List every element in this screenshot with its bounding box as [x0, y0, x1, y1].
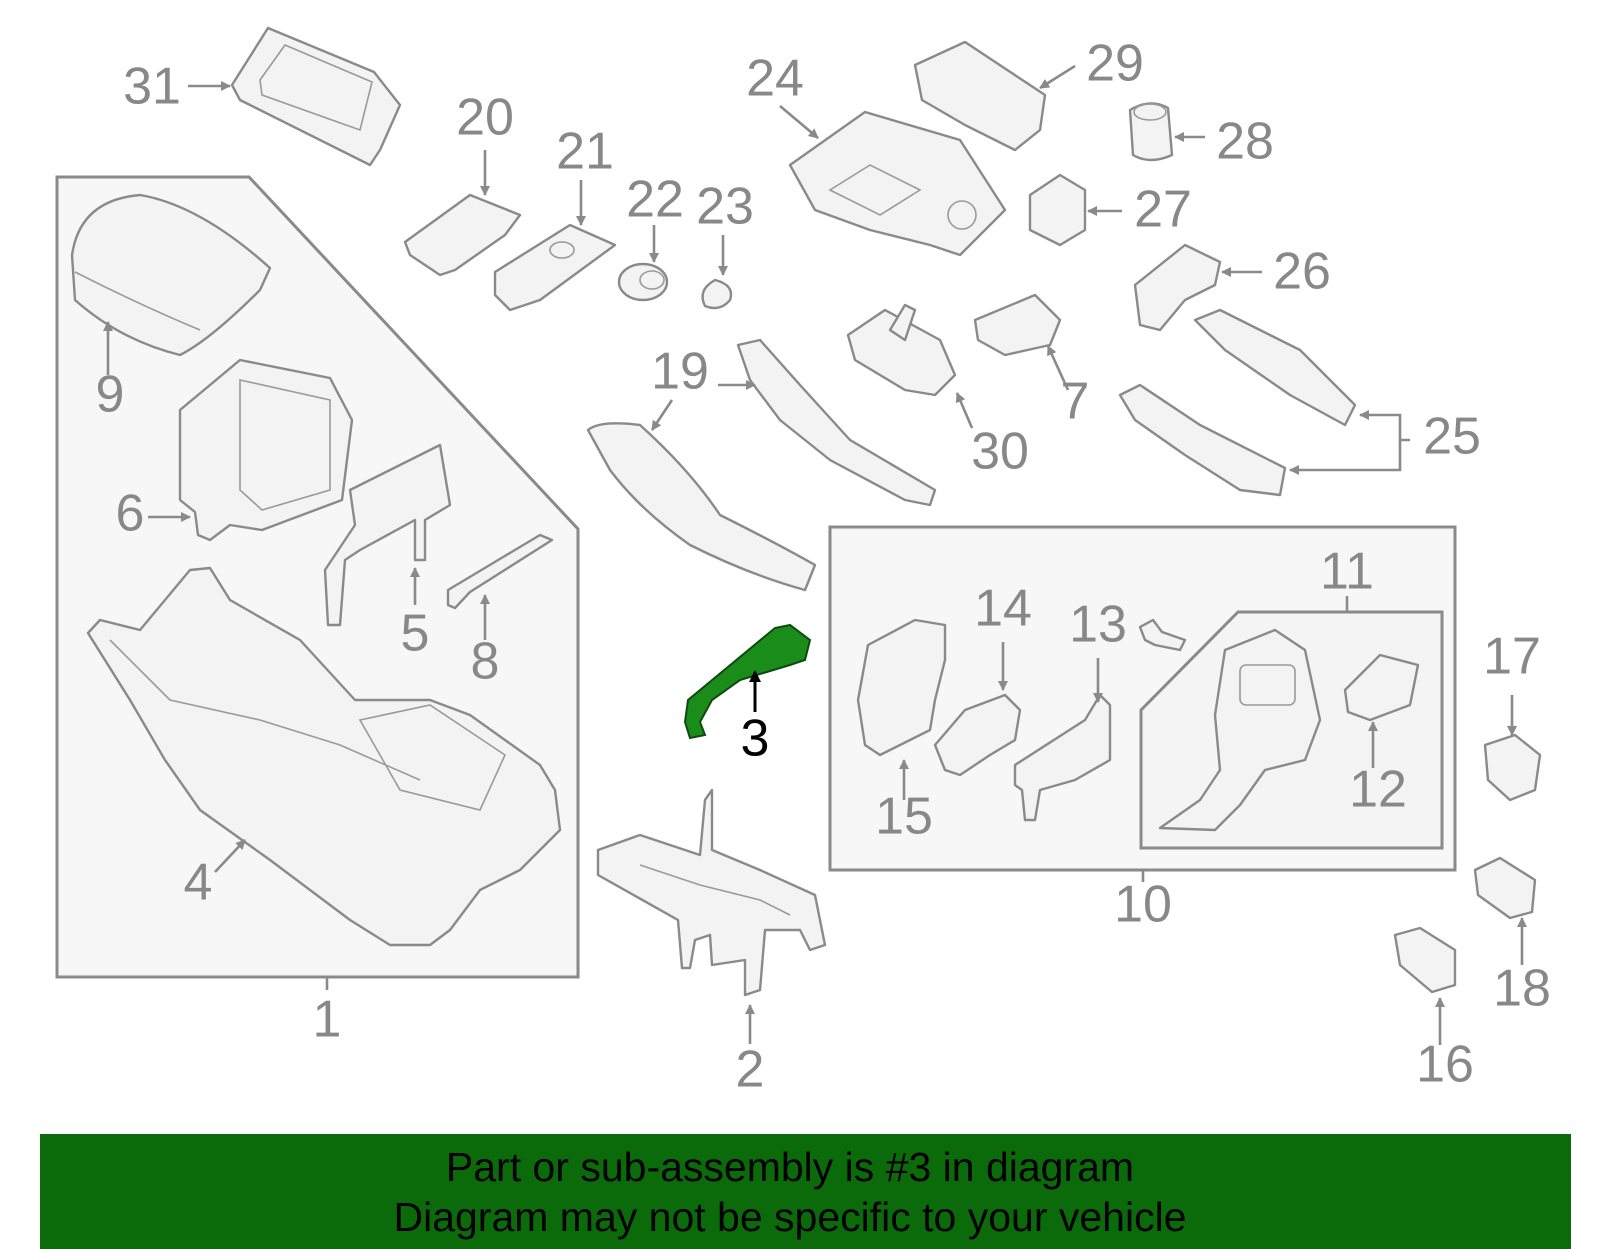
callout-30: 30 [971, 423, 1029, 481]
callout-5: 5 [401, 605, 430, 663]
callout-26: 26 [1273, 243, 1331, 301]
part-13-bracket [1013, 658, 1112, 822]
banner-line-2: Diagram may not be specific to your vehi… [393, 1194, 1187, 1240]
part-23-ring [701, 235, 733, 310]
callout-18: 18 [1493, 960, 1551, 1018]
callout-27: 27 [1134, 181, 1192, 239]
part-19-side-trims [586, 338, 937, 592]
callout-10: 10 [1114, 876, 1172, 934]
part-8-strip [446, 533, 554, 640]
callout-9: 9 [96, 366, 125, 424]
callout-11: 11 [1320, 543, 1374, 601]
callout-14: 14 [974, 580, 1032, 638]
callout-2: 2 [736, 1041, 765, 1099]
part-21-cup-holder [493, 180, 617, 312]
part-26-bracket [1133, 243, 1262, 332]
callout-12: 12 [1349, 761, 1407, 819]
callout-20: 20 [456, 89, 514, 147]
part-bolt [1138, 618, 1187, 652]
callout-6: 6 [116, 485, 145, 543]
part-6-storage-bin [148, 358, 354, 542]
part-5-bracket [323, 443, 452, 627]
callout-28: 28 [1216, 113, 1274, 171]
part-3-bracket-highlighted [683, 623, 812, 740]
callout-24: 24 [746, 50, 804, 108]
part-30-shifter [846, 303, 974, 429]
callout-25: 25 [1423, 408, 1481, 466]
callout-21: 21 [556, 123, 614, 181]
callout-16: 16 [1416, 1036, 1474, 1094]
callout-19: 19 [651, 343, 709, 401]
callout-3: 3 [741, 710, 770, 768]
banner-line-1: Part or sub-assembly is #3 in diagram [445, 1144, 1135, 1190]
callout-29: 29 [1086, 35, 1144, 93]
info-banner: Part or sub-assembly is #3 in diagram Di… [40, 1134, 1571, 1249]
callout-17: 17 [1483, 628, 1541, 686]
part-22-socket [617, 225, 669, 302]
part-14-bracket [933, 642, 1022, 777]
part-29-module [913, 40, 1076, 152]
part-2-frame [596, 788, 827, 1044]
part-11-rear-panel [1158, 628, 1322, 832]
callout-22: 22 [626, 171, 684, 229]
part-9-armrest-lid [70, 193, 272, 375]
callout-4: 4 [184, 854, 213, 912]
part-12-vent [1343, 653, 1420, 768]
callout-8: 8 [471, 633, 500, 691]
part-17-switch [1483, 695, 1542, 802]
part-25-trim-strips [1118, 308, 1410, 497]
part-4-console-body [86, 566, 562, 947]
callout-13: 13 [1069, 596, 1127, 654]
callout-31: 31 [123, 58, 181, 116]
part-28-knob [1128, 102, 1205, 162]
callout-1: 1 [313, 991, 342, 1049]
part-24-shifter-panel [779, 105, 1007, 257]
part-20-bracket [403, 150, 522, 277]
callout-15: 15 [875, 788, 933, 846]
callout-7: 7 [1061, 373, 1090, 431]
part-18-switch [1473, 856, 1537, 965]
part-16-socket [1393, 926, 1457, 1045]
part-7-shift-knob [973, 293, 1070, 391]
part-31-tray [188, 26, 402, 167]
part-27-switch [1028, 173, 1122, 247]
part-15-bin [856, 618, 947, 800]
callout-23: 23 [696, 178, 754, 236]
